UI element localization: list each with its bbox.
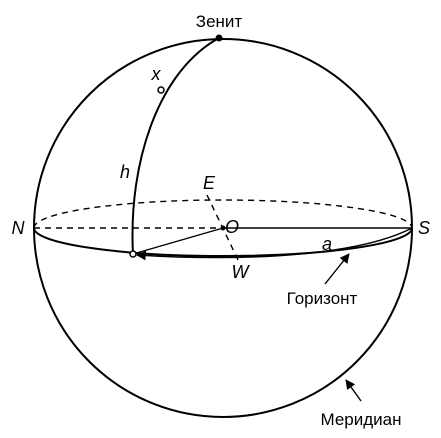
- meridian-pointer-arrow: [345, 379, 362, 402]
- horizon-front-half: [33, 227, 413, 257]
- west-label: W: [232, 262, 251, 282]
- horizon-back-half: [33, 199, 413, 229]
- altitude-label: h: [120, 162, 130, 182]
- meridian-label: Меридиан: [320, 410, 401, 429]
- azimuth-arc: [136, 227, 413, 261]
- horizon-label: Горизонт: [287, 289, 358, 308]
- zenith-point: [215, 34, 223, 42]
- south-label: S: [418, 218, 430, 238]
- vertical-circle-arc: [131, 37, 220, 255]
- center-to-foot-line: [132, 227, 224, 255]
- center-point: [220, 225, 226, 231]
- foot-point: [129, 250, 137, 258]
- horizon-pointer-arrow: [324, 253, 350, 285]
- azimuth-label: a: [322, 234, 332, 254]
- star-label: x: [151, 64, 162, 84]
- star-point: [157, 86, 165, 94]
- east-label: E: [203, 173, 216, 193]
- zenith-label: Зенит: [196, 12, 243, 31]
- center-label: O: [225, 217, 239, 237]
- north-label: N: [12, 218, 26, 238]
